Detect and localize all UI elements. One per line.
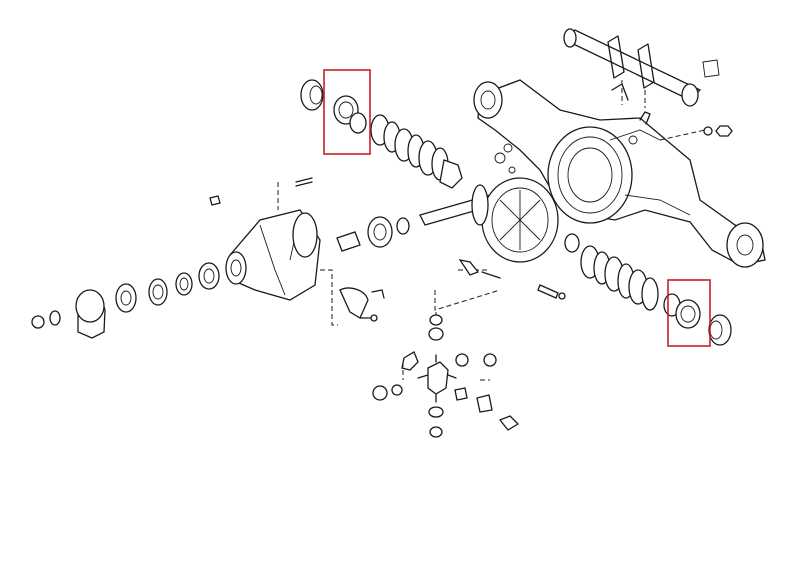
pinion-flange-row bbox=[31, 262, 220, 339]
left-side-gear-stack bbox=[300, 79, 463, 189]
axle-shaft bbox=[563, 28, 720, 107]
highlight-left-bearing bbox=[323, 69, 371, 155]
pinion-spider-assembly bbox=[372, 312, 519, 438]
differential-case bbox=[419, 143, 559, 263]
highlight-right-bearing bbox=[667, 279, 711, 347]
housing-bolt bbox=[703, 125, 733, 137]
breather-and-bolts bbox=[458, 259, 566, 300]
bearing-cap bbox=[339, 287, 385, 322]
right-side-gear-stack bbox=[564, 233, 732, 346]
axle-housing bbox=[473, 79, 766, 268]
differential-carrier bbox=[225, 209, 321, 301]
pinion-parts bbox=[209, 177, 410, 252]
